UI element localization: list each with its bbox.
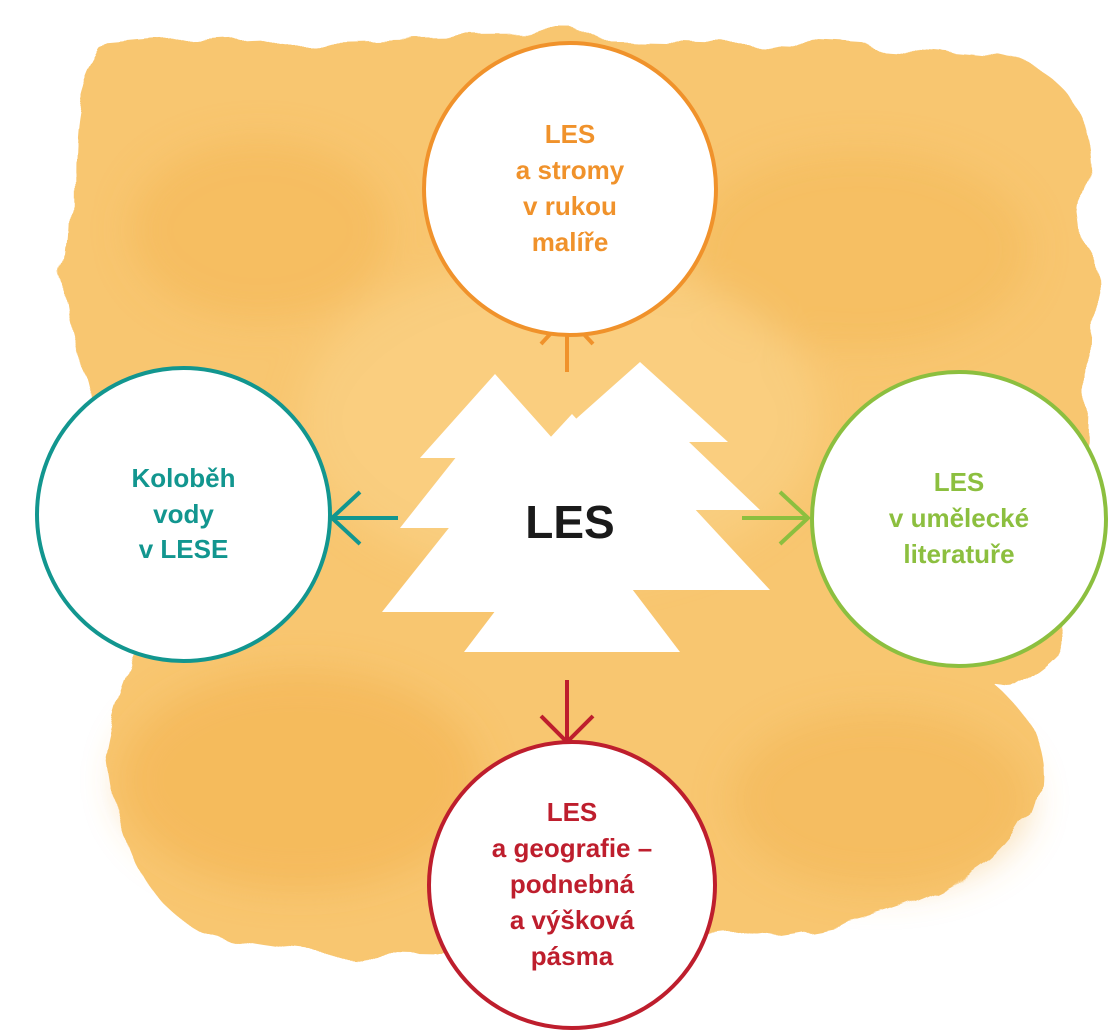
topic-node-art-label: LES a stromy v rukou malíře	[515, 119, 625, 257]
topic-node-geography-label: LES a geografie – podnebná a výšková pás…	[491, 797, 653, 971]
arrow-right-icon	[742, 490, 811, 546]
topic-node-literature: LES v umělecké literatuře	[810, 370, 1108, 668]
topic-node-geography: LES a geografie – podnebná a výšková pás…	[427, 740, 717, 1030]
center-topic-label: LES	[525, 496, 615, 548]
tree-center-shape	[464, 414, 680, 652]
topic-node-art: LES a stromy v rukou malíře	[422, 41, 718, 337]
topic-node-water-cycle-label: Koloběh vody v LESE	[131, 462, 236, 565]
topic-node-water-cycle: Koloběh vody v LESE	[35, 366, 332, 663]
arrow-left-icon	[329, 490, 398, 546]
topic-node-literature-label: LES v umělecké literatuře	[888, 467, 1030, 569]
